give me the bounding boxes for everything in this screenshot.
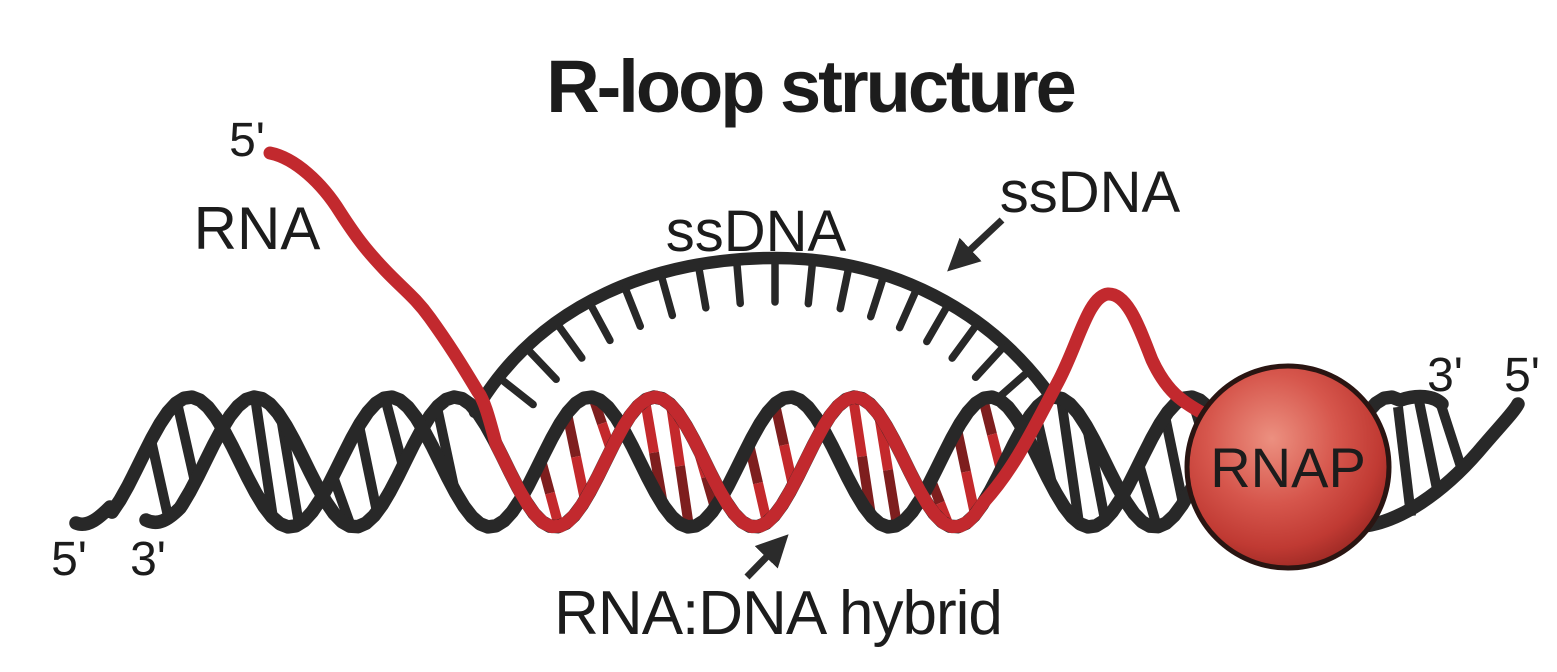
ssdna-loop-tick (657, 273, 677, 320)
base-pair-rung (1056, 397, 1084, 524)
ssdna-loop-tick (695, 264, 710, 312)
bottom-left-5-prime-label: 5' (51, 533, 87, 586)
base-pair-rung (146, 438, 174, 522)
base-pair-rung (640, 399, 659, 454)
ssdna-pointer-label: ssDNA (1000, 160, 1181, 225)
ssdna-loop-tick (621, 285, 645, 330)
ssdna-loop-strand (468, 251, 1059, 419)
ssdna-loop-tick (804, 260, 817, 308)
base-pair-rung (172, 401, 200, 484)
right-5-prime-label: 5' (1504, 349, 1540, 402)
ssdna-loop-label: ssDNA (666, 199, 847, 264)
hybrid-label: RNA:DNA hybrid (554, 579, 1002, 648)
rnap-sphere (1184, 363, 1392, 571)
ssdna-loop-tick (948, 322, 980, 362)
ssdna-loop-ticks (498, 258, 1031, 409)
base-pair-rung (1435, 400, 1467, 472)
ssdna-loop-tick (587, 301, 614, 345)
base-pair-rungs (146, 395, 1467, 529)
base-pair-rung (883, 469, 902, 527)
ssdna-loop-tick (971, 344, 1007, 382)
ssdna-loop-tick (733, 259, 744, 308)
base-pair-rung (380, 396, 408, 468)
base-pair-rung (354, 424, 382, 514)
bottom-left-3-prime-label: 3' (130, 533, 166, 586)
ssdna-loop-tick (554, 321, 586, 362)
rna-label: RNA (194, 195, 321, 262)
base-pair-rung (675, 465, 694, 528)
ssdna-loop-tick (866, 274, 887, 321)
ssdna-loop-tick (524, 346, 560, 384)
ssdna-loop-tick (836, 265, 853, 313)
ssdna-loop-tick (895, 287, 920, 332)
base-pair-rung (1134, 462, 1162, 529)
rnap-label: RNAP (1210, 436, 1366, 499)
right-3-prime-label: 3' (1427, 349, 1463, 402)
base-pair-rung (1160, 415, 1188, 505)
base-pair-rung (1414, 399, 1443, 496)
rna-5-prime-label: 5' (229, 114, 265, 167)
diagram-title: R-loop structure (546, 45, 1074, 128)
rnap-sphere-group: RNAP (1184, 363, 1392, 571)
ssdna-loop-group (468, 251, 1059, 419)
base-pair-rung (1393, 406, 1416, 517)
base-pair-rung (250, 396, 278, 519)
ssdna-loop-tick (498, 375, 537, 409)
ssdna-loop-tick (923, 303, 951, 346)
base-pair-rung (848, 396, 867, 458)
ssdna-pointer-arrow (947, 217, 1005, 272)
hybrid-pointer-arrow (744, 534, 789, 580)
rna-strand (263, 146, 1219, 534)
